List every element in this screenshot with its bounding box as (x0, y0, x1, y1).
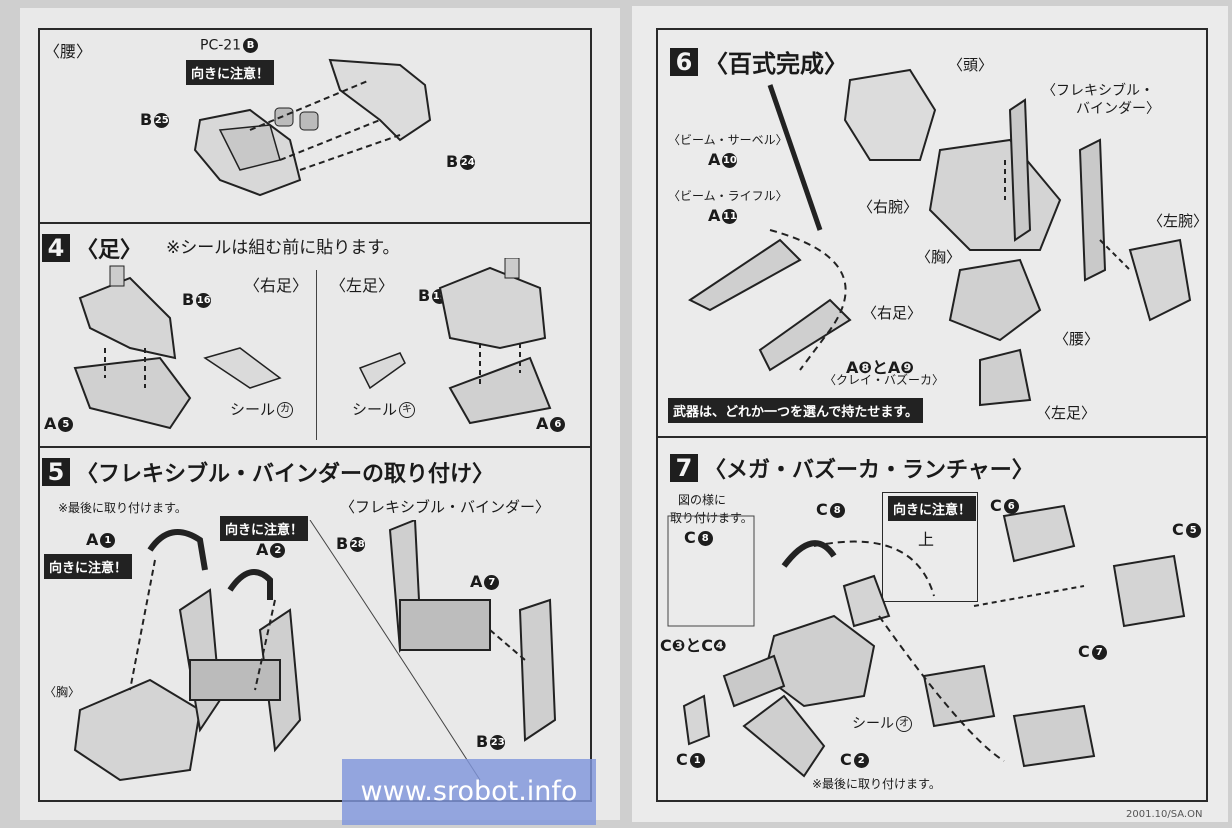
attention-badge-a1: 向きに注意！ (44, 554, 133, 579)
attention-badge-waist: 向きに注意！ (186, 60, 275, 85)
saber-label: 〈ビーム・サーベル〉 (668, 133, 788, 147)
step6-heading: 6〈百式完成〉 (670, 44, 848, 79)
step5-title: 〈フレキシブル・バインダーの取り付け〉 (76, 462, 495, 487)
right-foot-label: 〈右足〉 (244, 276, 309, 295)
step5-note-last: ※最後に取り付けます。 (58, 501, 187, 515)
seal-ka: シールカ (230, 402, 294, 418)
step7-number: 7 (670, 454, 698, 482)
waist-illustration (193, 58, 432, 197)
divider-feet (316, 270, 317, 440)
rifle-label: 〈ビーム・ライフル〉 (668, 189, 788, 203)
step7-note-last: ※最後に取り付けます。 (812, 777, 941, 791)
launcher-illustration (667, 504, 1186, 778)
binder-label-2: バインダー〉 (1076, 101, 1160, 117)
step7-heading: 7〈メガ・バズーカ・ランチャー〉 (670, 452, 1034, 484)
step4-note: ※シールは組む前に貼ります。 (166, 238, 400, 258)
step6-title: 〈百式完成〉 (704, 50, 848, 78)
step7-title: 〈メガ・バズーカ・ランチャー〉 (704, 458, 1034, 483)
attention-badge-a2: 向きに注意！ (220, 516, 309, 541)
step5-subtitle: 〈フレキシブル・バインダー〉 (340, 498, 551, 516)
step5-heading: 5〈フレキシブル・バインダーの取り付け〉 (42, 456, 494, 488)
step4-number: 4 (42, 234, 70, 262)
waist-title: 〈腰〉 (44, 42, 93, 61)
footer-code: 2001.10/SA.ON (1126, 809, 1203, 820)
bazooka-label: 〈クレイ・バズーカ〉 (824, 373, 945, 387)
left-foot-label-6: 〈左足〉 (1036, 404, 1097, 422)
waist-label-6: 〈腰〉 (1054, 330, 1100, 348)
left-frame (38, 28, 592, 802)
figure-note-1: 図の様に (678, 493, 727, 507)
bazooka-parts-label: A❽とA❾ (846, 358, 914, 377)
step6-number: 6 (670, 47, 698, 76)
chest-label-step5: 〈胸〉 (44, 685, 81, 699)
right-foot-label-6: 〈右足〉 (862, 304, 923, 322)
attention-badge-7: 向きに注意！ (888, 496, 977, 521)
figure-note-2: 取り付けます。 (670, 511, 753, 525)
foot-illustration (73, 258, 552, 430)
hyakushiki-illustration (688, 68, 1192, 407)
divider-step5 (38, 446, 590, 448)
right-arm-label: 〈右腕〉 (858, 198, 919, 216)
step4-heading: 4〈足〉 (42, 232, 142, 264)
watermark: www.srobot.info (342, 759, 596, 825)
chest-label: 〈胸〉 (916, 248, 962, 266)
seal-o: シールオ (852, 716, 912, 732)
weapon-note-badge: 武器は、どれか一つを選んで持たせます。 (668, 398, 924, 423)
head-label: 〈頭〉 (948, 56, 994, 74)
binder-label-1: 〈フレキシブル・ (1042, 83, 1154, 99)
up-label: 上 (918, 530, 935, 549)
divider-step7 (656, 436, 1206, 438)
step5-number: 5 (42, 458, 70, 486)
label-c3c4: C❸とC❹ (660, 636, 727, 655)
inset-frame-attention (882, 492, 978, 602)
left-arm-label: 〈左腕〉 (1148, 212, 1209, 230)
step4-title: 〈足〉 (76, 238, 143, 263)
right-frame (656, 28, 1208, 802)
binder-illustration (73, 520, 557, 782)
left-foot-label: 〈左足〉 (330, 276, 395, 295)
seal-ki: シールキ (352, 402, 416, 418)
divider-step4 (38, 222, 590, 224)
